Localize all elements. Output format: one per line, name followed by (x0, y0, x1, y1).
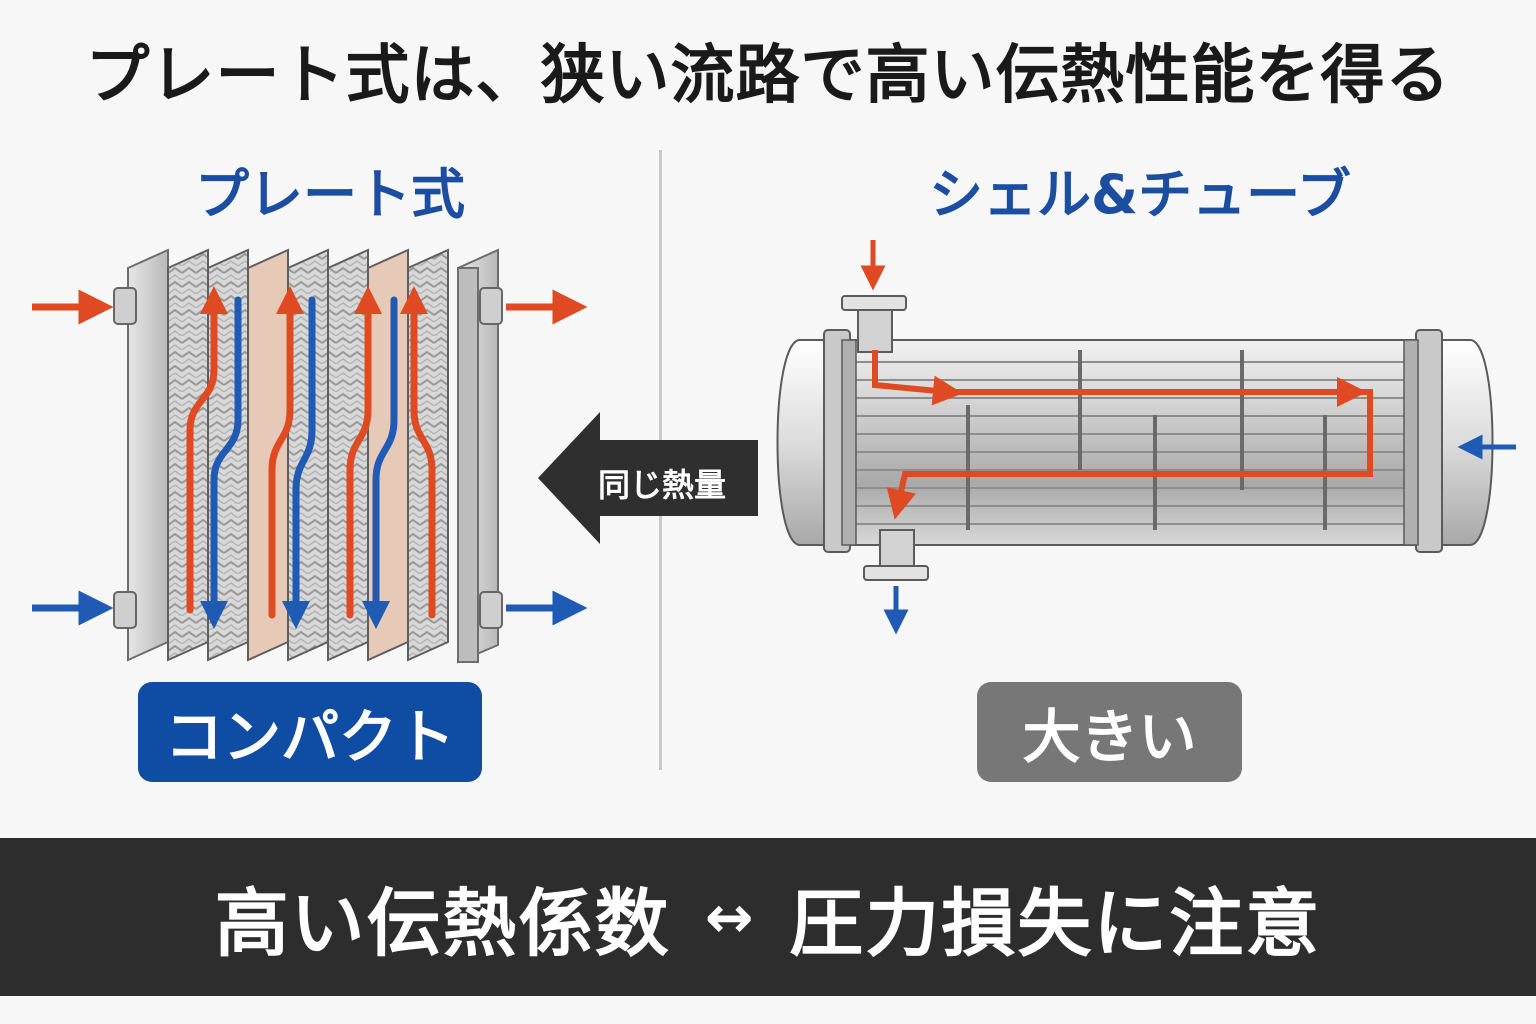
double-arrow-icon: ↔ (704, 883, 756, 951)
shell-and-tube-heat-exchanger-icon (776, 240, 1516, 635)
hot-flow-arrow (346, 286, 382, 619)
shell-flow-arrow (872, 350, 963, 406)
hot-flow-arrow (400, 286, 436, 619)
cold-flow-arrow (200, 296, 242, 629)
shell-tube-title: シェル&チューブ (929, 163, 1351, 226)
page-title: プレート式は、狭い流路で高い伝熱性能を得る (85, 39, 1451, 113)
summary-bar: 高い伝熱係数 ↔ 圧力損失に注意 (0, 838, 1536, 996)
hot-flow-arrow (268, 286, 304, 619)
summary-right-text: 圧力損失に注意 (789, 880, 1322, 967)
plate-type-title: プレート式 (195, 163, 465, 226)
summary-left-text: 高い伝熱係数 (214, 880, 671, 967)
hot-flow-arrow (186, 286, 228, 614)
shell-flow-arrow (886, 389, 1373, 520)
left-arrow-icon (538, 412, 758, 544)
large-badge: 大きい (977, 682, 1242, 782)
cold-flow-arrow (362, 296, 398, 629)
compact-badge: コンパクト (138, 682, 482, 782)
cold-flow-arrow (282, 296, 316, 629)
same-heat-label: 同じ熱量 (598, 466, 727, 504)
plate-heat-exchanger-icon (32, 248, 588, 664)
